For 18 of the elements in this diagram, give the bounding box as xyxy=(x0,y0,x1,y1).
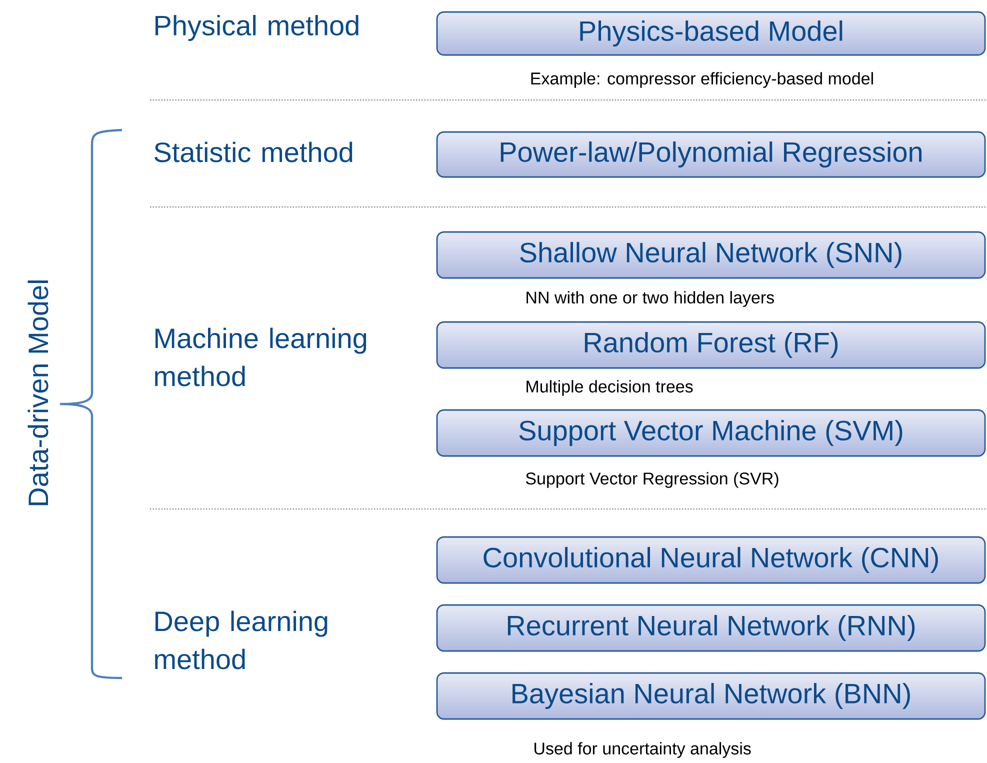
brace-label: Data-driven Model xyxy=(28,280,48,506)
note-text: NN with one or two hidden layers xyxy=(526,291,774,307)
category-label: Physical method xyxy=(156,14,358,42)
method-box: Support Vector Machine (SVM) xyxy=(436,409,986,457)
method-box: Bayesian Neural Network (BNN) xyxy=(436,672,986,720)
method-box: Power-law/Polynomial Regression xyxy=(436,131,986,178)
note-text: Used for uncertainty analysis xyxy=(534,742,751,758)
note-text: Support Vector Regression (SVR) xyxy=(526,472,778,488)
category-label: Deep learning method xyxy=(155,610,328,670)
note-text: Multiple decision trees xyxy=(526,380,693,396)
method-box: Physics-based Model xyxy=(436,11,986,56)
note-text: Example: compressor efficiency-based model xyxy=(531,72,873,88)
category-label: Machine learning method xyxy=(155,328,366,386)
category-label: Statistic method xyxy=(154,142,352,162)
method-box: Random Forest (RF) xyxy=(436,321,986,369)
method-box: Recurrent Neural Network (RNN) xyxy=(436,604,986,652)
method-box: Shallow Neural Network (SNN) xyxy=(436,231,986,279)
method-box: Convolutional Neural Network (CNN) xyxy=(436,536,986,584)
